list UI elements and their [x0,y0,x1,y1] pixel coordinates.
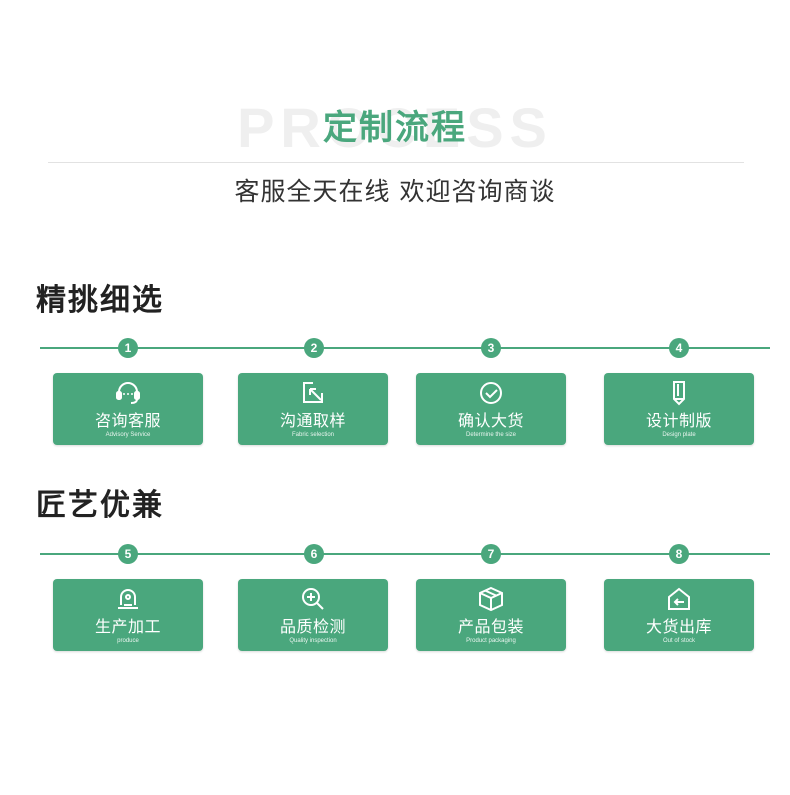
step-card-produce[interactable]: 生产加工 produce [53,579,203,651]
timeline-2: 5 6 7 8 [40,544,770,564]
step-label: 品质检测 [279,617,346,636]
step-label: 生产加工 [94,617,161,636]
step-sublabel: produce [117,638,139,644]
step-card-quality[interactable]: 品质检测 Quality inspection [238,579,388,651]
step-sublabel: Quality inspection [289,638,337,644]
section-title-2: 匠艺优兼 [36,488,164,523]
step-sublabel: Advisory Service [105,432,151,438]
step-card-design[interactable]: 设计制版 Design plate [604,373,754,445]
headset-icon [114,380,142,406]
box-icon [477,586,505,612]
page-header: PROCESS 定制流程 [0,96,790,160]
step-sublabel: Fabric selection [291,432,335,438]
step-label: 设计制版 [645,411,712,430]
timeline-line [40,347,770,349]
watermark-text: PROCESS [237,96,553,159]
step-sublabel: Product packaging [466,638,516,644]
step-number-4: 4 [669,338,689,358]
step-sublabel: Design plate [662,432,696,438]
step-card-out-of-stock[interactable]: 大货出库 Out of stock [604,579,754,651]
home-exit-icon [665,586,693,612]
step-number-7: 7 [481,544,501,564]
corner-arrow-icon [299,380,327,406]
step-label: 产品包装 [457,617,524,636]
pencil-icon [665,380,693,406]
step-number-1: 1 [118,338,138,358]
step-number-6: 6 [304,544,324,564]
step-label: 咨询客服 [94,411,161,430]
step-label: 大货出库 [645,617,712,636]
step-card-size[interactable]: 确认大货 Determine the size [416,373,566,445]
timeline-1: 1 2 3 4 [40,338,770,358]
step-number-3: 3 [481,338,501,358]
machine-icon [114,586,142,612]
step-label: 沟通取样 [279,411,346,430]
section-title-1: 精挑细选 [36,283,164,318]
step-sublabel: Determine the size [465,432,517,438]
step-card-packaging[interactable]: 产品包装 Product packaging [416,579,566,651]
header-divider [48,162,744,163]
step-card-advisory[interactable]: 咨询客服 Advisory Service [53,373,203,445]
step-label: 确认大货 [457,411,524,430]
step-card-fabric[interactable]: 沟通取样 Fabric selection [238,373,388,445]
step-number-8: 8 [669,544,689,564]
magnifier-plus-icon [299,586,327,612]
timeline-line [40,553,770,555]
page-title: 定制流程 [323,108,467,148]
page-subtitle: 客服全天在线 欢迎咨询商谈 [234,177,556,206]
step-number-5: 5 [118,544,138,564]
step-number-2: 2 [304,338,324,358]
step-sublabel: Out of stock [662,638,695,644]
check-circle-icon [477,380,505,406]
